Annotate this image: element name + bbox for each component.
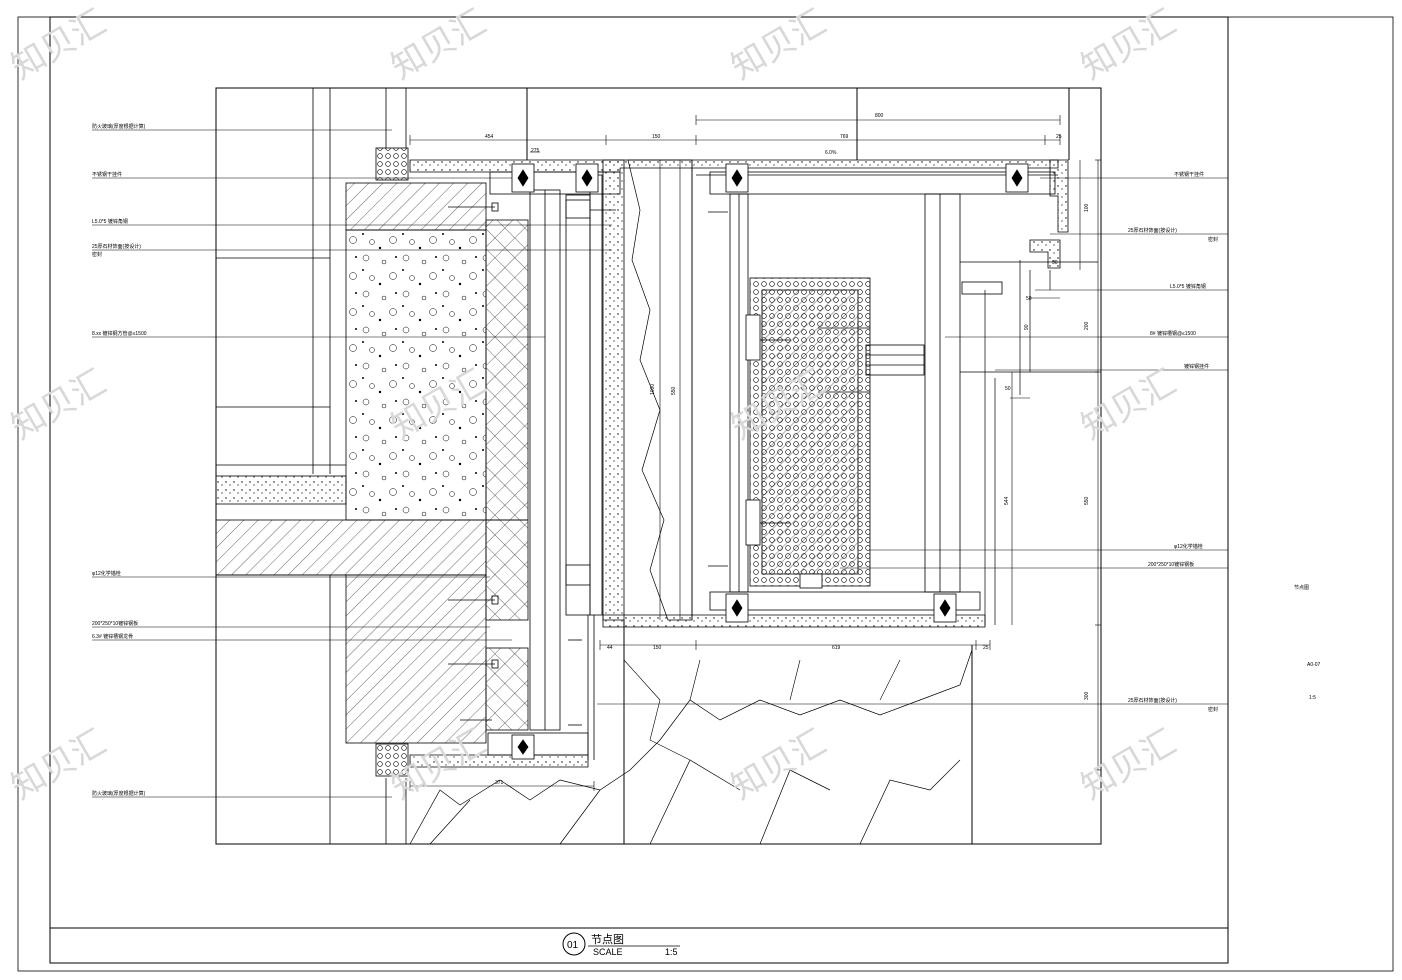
dim-top-e: 25 [1056, 134, 1062, 140]
watermark-3: 知贝汇 [725, 2, 833, 88]
insulation-layer-lower [485, 519, 529, 621]
title-number: 01 [567, 940, 579, 951]
watermark-4: 知贝汇 [1075, 2, 1183, 88]
dim-top-d: 769 [840, 134, 849, 140]
left-labels: 防火玻璃(厚度根据计算) 不锈钢干挂件 L5.0*5 镀锌角钢 25厚石材饰面(… [92, 123, 147, 797]
watermark-12: 知贝汇 [1075, 722, 1183, 808]
floor-slab-top [215, 475, 347, 505]
dim-right-d: 90 [1024, 324, 1030, 330]
drip-stone [1029, 239, 1061, 269]
lower-rough-stone-3 [623, 659, 901, 761]
top-steel-channel [489, 171, 1058, 195]
label-chem-anchor: φ12化学锚栓 [92, 570, 121, 577]
label-r-steel-plate: 200*250*10镀锌钢板 [1148, 561, 1194, 568]
embed-plate-a [745, 314, 761, 361]
watermark-8: 知贝汇 [1075, 362, 1183, 448]
dim-bot-a: 44 [607, 645, 613, 651]
stone-panel-left [602, 159, 625, 621]
margin-note-name: 节点图 [1294, 585, 1309, 591]
margin-note-scale: 1:5 [1309, 695, 1316, 701]
existing-wall-lines [216, 88, 407, 844]
label-seal: 密封 [92, 251, 102, 258]
steel-keel [529, 174, 603, 760]
dim-bot-c: 619 [832, 645, 841, 651]
dim-right-i: 300 [1084, 691, 1090, 700]
dim-right-a: 100 [1084, 203, 1090, 212]
right-verticals [960, 260, 1098, 625]
embed-plate-b [745, 499, 761, 546]
label-r-seal-bottom: 密封 [1208, 706, 1218, 713]
right-labels: 不锈钢干挂件 25厚石材饰面(按设计) 密封 L5.0*5 镀锌角钢 8# 镀锌… [1128, 171, 1218, 713]
floor-slab [215, 519, 487, 576]
dim-bot-b: 150 [653, 645, 662, 651]
left-leaders [92, 129, 612, 798]
label-r-seal: 密封 [1208, 236, 1218, 243]
label-r-angle-steel: L5.0*5 镀锌角钢 [1170, 283, 1206, 290]
dim-mid-a: 1000 [650, 384, 656, 395]
label-r-stone-face: 25厚石材饰面(按设计) [1128, 227, 1177, 234]
dim-top-c: 800 [875, 113, 884, 119]
right-leaders [597, 177, 1228, 705]
glass-clamp-bottom [375, 743, 409, 777]
margin-notes: 节点图 A0-07 1:5 [1294, 585, 1321, 701]
dim-top-b: 150 [652, 134, 661, 140]
dim-mid-b: 550 [671, 386, 677, 395]
lower-rough-stone-2 [429, 759, 961, 845]
label-angle-steel: L5.0*5 镀锌角钢 [92, 218, 128, 225]
dimension-texts: 454 150 800 769 25 6.0% 275 1000 550 100… [485, 113, 1090, 786]
watermark-11: 知贝汇 [725, 722, 833, 808]
dim-top-g: 275 [531, 148, 540, 154]
dim-right-b: 50 [1052, 260, 1058, 266]
inner-steel-frame [729, 193, 1003, 593]
watermark-5: 知贝汇 [5, 362, 113, 448]
inner-stone-core [761, 289, 859, 575]
margin-note-number: A0-07 [1307, 662, 1321, 668]
label-r-channel: 8# 镀锌槽钢@≤1500 [1150, 330, 1196, 337]
dim-right-c: 200 [1084, 321, 1090, 330]
embed-plate-c [799, 573, 823, 589]
drawing-title: 01 节点图 SCALE 1:5 [562, 932, 680, 957]
glass-clamp-top [375, 147, 409, 181]
dim-bot-d: 25 [983, 645, 989, 651]
lower-rough-stone [409, 649, 973, 845]
watermark-2: 知贝汇 [385, 2, 493, 88]
watermark-1: 知贝汇 [5, 2, 113, 88]
concrete-column-top [345, 182, 487, 231]
dim-top-a: 454 [485, 134, 494, 140]
dim-slope: 6.0% [825, 150, 837, 156]
dim-right-h: 50 [1005, 386, 1011, 392]
label-square-tube: 8.xx 镀锌钢方管@≤1500 [92, 330, 147, 337]
label-fire-glass-top: 防火玻璃(厚度根据计算) [92, 123, 146, 130]
title-scale-value: 1:5 [665, 947, 678, 957]
insulation-layer [485, 219, 529, 521]
label-r-ss-hanger: 不锈钢干挂件 [1174, 171, 1204, 178]
dim-bot-e: 371 [495, 780, 504, 786]
label-r-stone-face-bottom: 25厚石材饰面(按设计) [1128, 697, 1177, 704]
dim-right-f: 544 [1004, 496, 1010, 505]
title-name: 节点图 [591, 933, 624, 946]
bottom-soffit-stone [602, 614, 986, 628]
label-stone-face: 25厚石材饰面(按设计) [92, 243, 141, 250]
top-coping-right [1049, 159, 1069, 233]
insulation-layer-bottom [485, 647, 529, 731]
stone-hanger [511, 163, 1029, 760]
label-fire-glass-bottom: 防火玻璃(厚度根据计算) [92, 790, 146, 797]
sheet-frame [17, 16, 1394, 972]
label-ss-hanger: 不锈钢干挂件 [92, 171, 122, 178]
dim-right-g: 550 [1084, 496, 1090, 505]
label-r-hanger: 镀锌钢挂件 [1184, 363, 1209, 370]
title-scale-label: SCALE [593, 947, 623, 957]
dimension-lines [409, 115, 1101, 791]
detail-frame [215, 87, 1102, 845]
label-channel-keel: 6.3# 镀锌槽钢龙骨 [92, 633, 133, 640]
dim-right-e: 50 [1026, 296, 1032, 302]
label-r-chem-anchor: φ12化学锚栓 [1174, 543, 1203, 550]
title-number-circle [562, 932, 586, 956]
label-steel-plate: 200*250*10镀锌钢板 [92, 620, 138, 627]
